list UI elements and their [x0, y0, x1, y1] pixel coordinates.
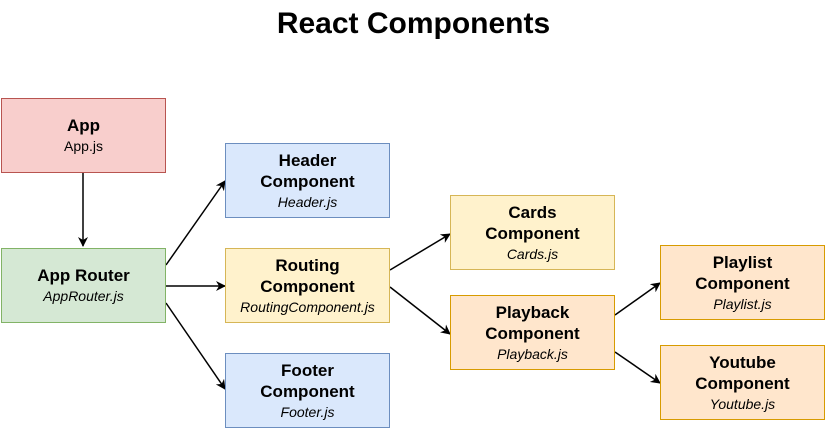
edge-playback-to-playlist: [614, 282, 661, 316]
node-playlist-name: Playlist Component: [695, 252, 790, 293]
node-cards-file: Cards.js: [506, 245, 559, 262]
node-header: Header Component Header.js: [225, 143, 390, 218]
edge-routing-to-cards: [389, 233, 451, 271]
node-header-file: Header.js: [277, 193, 338, 210]
node-app-router-name: App Router: [37, 266, 130, 285]
node-routing-name: Routing Component: [260, 255, 355, 296]
edge-router-to-footer: [165, 302, 226, 390]
edge-router-to-header: [165, 180, 226, 266]
node-cards-name: Cards Component: [485, 202, 580, 243]
node-playlist: Playlist Component Playlist.js: [660, 245, 825, 320]
node-header-name: Header Component: [260, 150, 355, 191]
node-youtube: Youtube Component Youtube.js: [660, 345, 825, 420]
node-playlist-file: Playlist.js: [713, 295, 772, 312]
node-playback: Playback Component Playback.js: [450, 295, 615, 370]
node-youtube-name: Youtube Component: [695, 352, 790, 393]
diagram-title: React Components: [276, 7, 551, 40]
edge-playback-to-youtube: [614, 351, 661, 384]
node-playback-file: Playback.js: [497, 345, 568, 362]
node-routing-file: RoutingComponent.js: [240, 298, 375, 315]
node-cards: Cards Component Cards.js: [450, 195, 615, 270]
node-footer: Footer Component Footer.js: [225, 353, 390, 428]
edge-routing-to-playback: [389, 286, 451, 335]
node-app-router-file: AppRouter.js: [43, 288, 124, 304]
node-app-file: App.js: [64, 138, 103, 154]
node-routing: Routing Component RoutingComponent.js: [225, 248, 390, 323]
node-playback-name: Playback Component: [485, 302, 580, 343]
node-app: App App.js: [1, 98, 166, 173]
node-footer-file: Footer.js: [280, 403, 335, 420]
node-app-router: App Router AppRouter.js: [1, 248, 166, 323]
node-app-name: App: [66, 116, 101, 135]
node-youtube-file: Youtube.js: [709, 395, 776, 412]
node-footer-name: Footer Component: [260, 360, 355, 401]
